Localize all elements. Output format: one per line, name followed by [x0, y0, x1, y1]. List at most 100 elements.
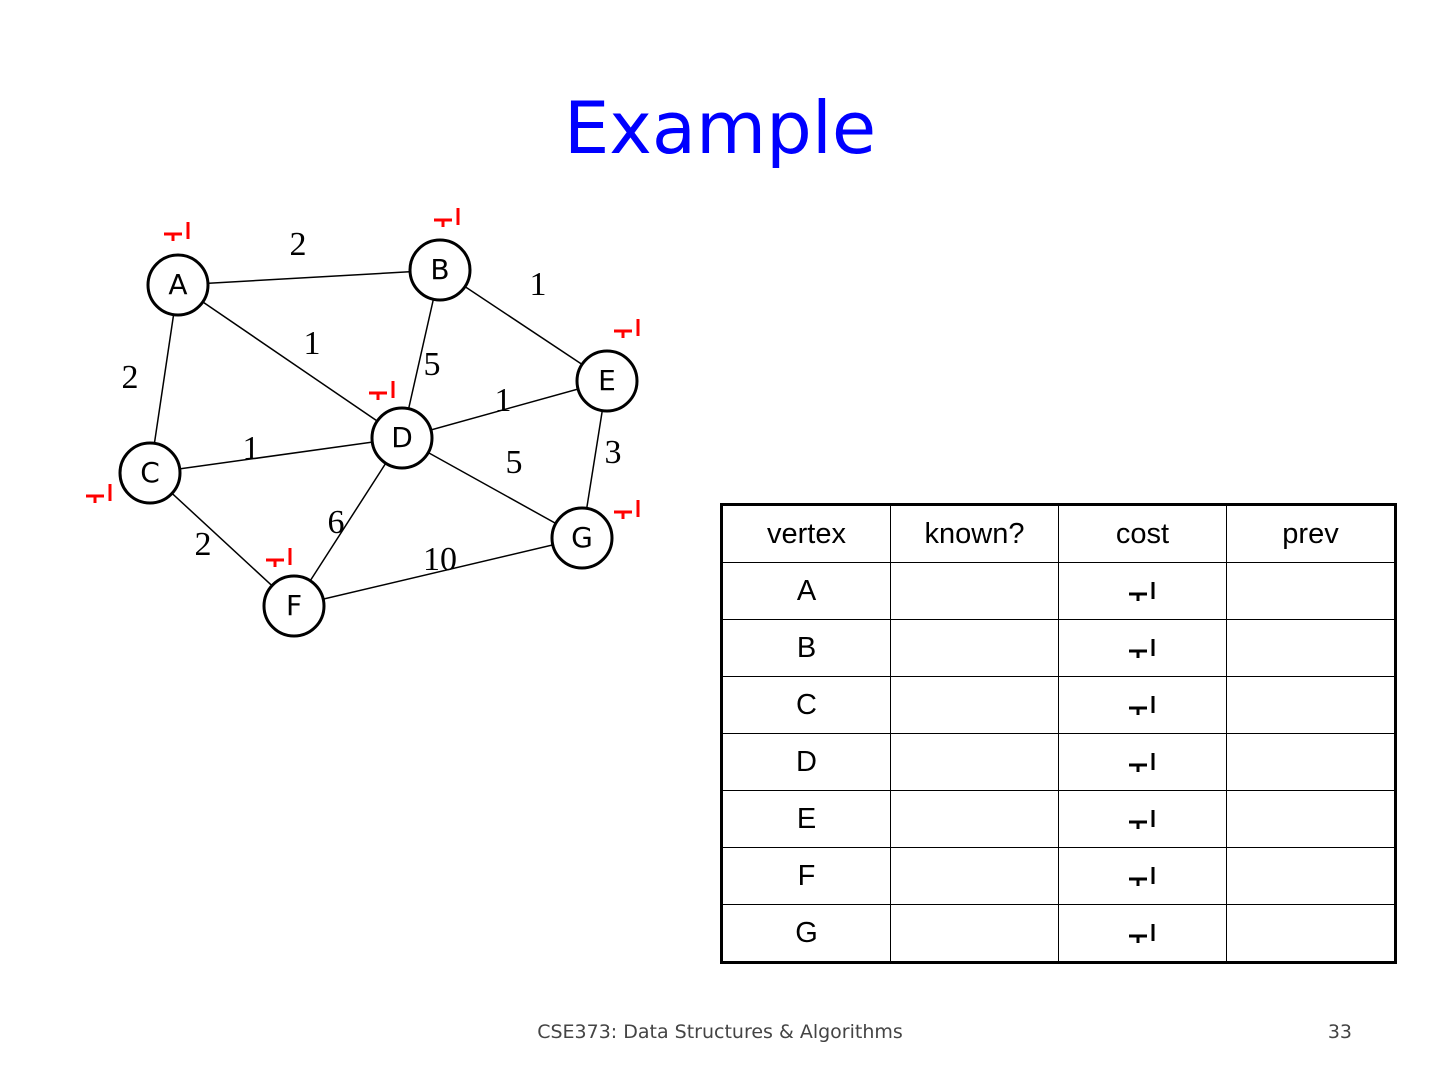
vertex-d: D [370, 406, 434, 470]
cell-cost [1058, 904, 1227, 963]
vertex-g-label: G [571, 521, 593, 554]
vertex-b-cost-infinity-icon [434, 208, 460, 227]
infinity-icon [1128, 752, 1154, 772]
cell-prev [1226, 562, 1396, 620]
table-row: F [721, 847, 1396, 905]
edge-weight-a-d: 1 [304, 325, 321, 362]
cell-prev [1226, 676, 1396, 734]
vertex-f-circle [262, 574, 326, 638]
vertex-a: A [146, 253, 210, 317]
table-row: C [721, 676, 1396, 734]
cell-known [890, 904, 1059, 963]
vertex-e-label: E [598, 364, 616, 397]
infinity-icon [1128, 638, 1154, 658]
cell-known [890, 790, 1059, 848]
cell-vertex: F [721, 847, 891, 905]
edge-weight-c-f: 2 [195, 526, 212, 563]
edge-a-b [177, 269, 441, 286]
cell-vertex: A [721, 562, 891, 620]
vertex-a-circle [146, 253, 210, 317]
vertex-c-label: C [140, 456, 160, 489]
edge-a-c [149, 284, 179, 474]
vertex-d-cost-infinity-icon [369, 381, 395, 400]
cell-known [890, 847, 1059, 905]
vertex-e: E [575, 349, 639, 413]
edge-weight-a-b: 2 [290, 226, 307, 263]
table-row: A [721, 562, 1396, 620]
vertex-d-label: D [391, 421, 413, 454]
vertex-g-circle [550, 506, 614, 570]
cost-infinity-icon [1128, 638, 1154, 658]
vertex-e-circle [575, 349, 639, 413]
edge-a-d [177, 284, 403, 439]
cost-infinity-icon [1128, 581, 1154, 601]
cost-infinity-icon [1128, 695, 1154, 715]
edge-weight-b-e: 1 [530, 266, 547, 303]
edge-weight-d-f: 6 [328, 504, 345, 541]
vertex-c-circle [118, 441, 182, 505]
cell-cost [1058, 790, 1227, 848]
infinity-icon [1128, 581, 1154, 601]
table-row: D [721, 733, 1396, 791]
cell-cost [1058, 619, 1227, 677]
cost-infinity-icon [1128, 923, 1154, 943]
edge-weight-b-d: 5 [424, 346, 441, 383]
vertex-a-label: A [168, 268, 187, 301]
table-row: E [721, 790, 1396, 848]
cell-vertex: D [721, 733, 891, 791]
infinity-icon [1128, 866, 1154, 886]
cell-cost [1058, 676, 1227, 734]
edge-c-f [149, 472, 295, 607]
vertex-f-cost-infinity-icon [266, 548, 292, 567]
vertex-g: G [550, 506, 614, 570]
edge-weight-d-g: 5 [506, 444, 523, 481]
header-prev: prev [1226, 504, 1396, 563]
vertex-g-cost-infinity-icon [614, 500, 640, 519]
edge-weight-c-d: 1 [243, 430, 260, 467]
vertex-b-label: B [430, 253, 449, 286]
header-cost: cost [1058, 504, 1227, 563]
header-known: known? [890, 504, 1059, 563]
table-header-row: vertex known? cost prev [721, 504, 1396, 563]
cell-cost [1058, 562, 1227, 620]
cell-prev [1226, 619, 1396, 677]
vertex-b-circle [408, 238, 472, 302]
cell-cost [1058, 847, 1227, 905]
cell-known [890, 619, 1059, 677]
infinity-icon [1128, 695, 1154, 715]
vertex-b: B [408, 238, 472, 302]
cell-known [890, 676, 1059, 734]
cell-vertex: C [721, 676, 891, 734]
cell-prev [1226, 847, 1396, 905]
cell-prev [1226, 790, 1396, 848]
infinity-icon [1128, 923, 1154, 943]
table-row: B [721, 619, 1396, 677]
vertex-c: C [118, 441, 182, 505]
cell-known [890, 562, 1059, 620]
cell-cost [1058, 733, 1227, 791]
cell-known [890, 733, 1059, 791]
edge-weight-e-g: 3 [605, 434, 622, 471]
edge-d-g [401, 437, 583, 539]
footer-page-number: 33 [1327, 1021, 1352, 1043]
edge-d-e [401, 380, 608, 439]
footer-course: CSE373: Data Structures & Algorithms [537, 1021, 903, 1043]
cell-prev [1226, 733, 1396, 791]
vertex-e-cost-infinity-icon [614, 319, 640, 338]
cell-vertex: B [721, 619, 891, 677]
vertex-d-circle [370, 406, 434, 470]
cell-prev [1226, 904, 1396, 963]
edge-weight-a-c: 2 [122, 359, 139, 396]
infinity-icon [1128, 809, 1154, 829]
cell-vertex: G [721, 904, 891, 963]
vertex-f: F [262, 574, 326, 638]
header-vertex: vertex [721, 504, 891, 563]
vertex-f-label: F [286, 589, 302, 622]
vertex-c-cost-infinity-icon [86, 484, 112, 503]
edge-f-g [293, 537, 583, 607]
cell-vertex: E [721, 790, 891, 848]
cost-infinity-icon [1128, 752, 1154, 772]
